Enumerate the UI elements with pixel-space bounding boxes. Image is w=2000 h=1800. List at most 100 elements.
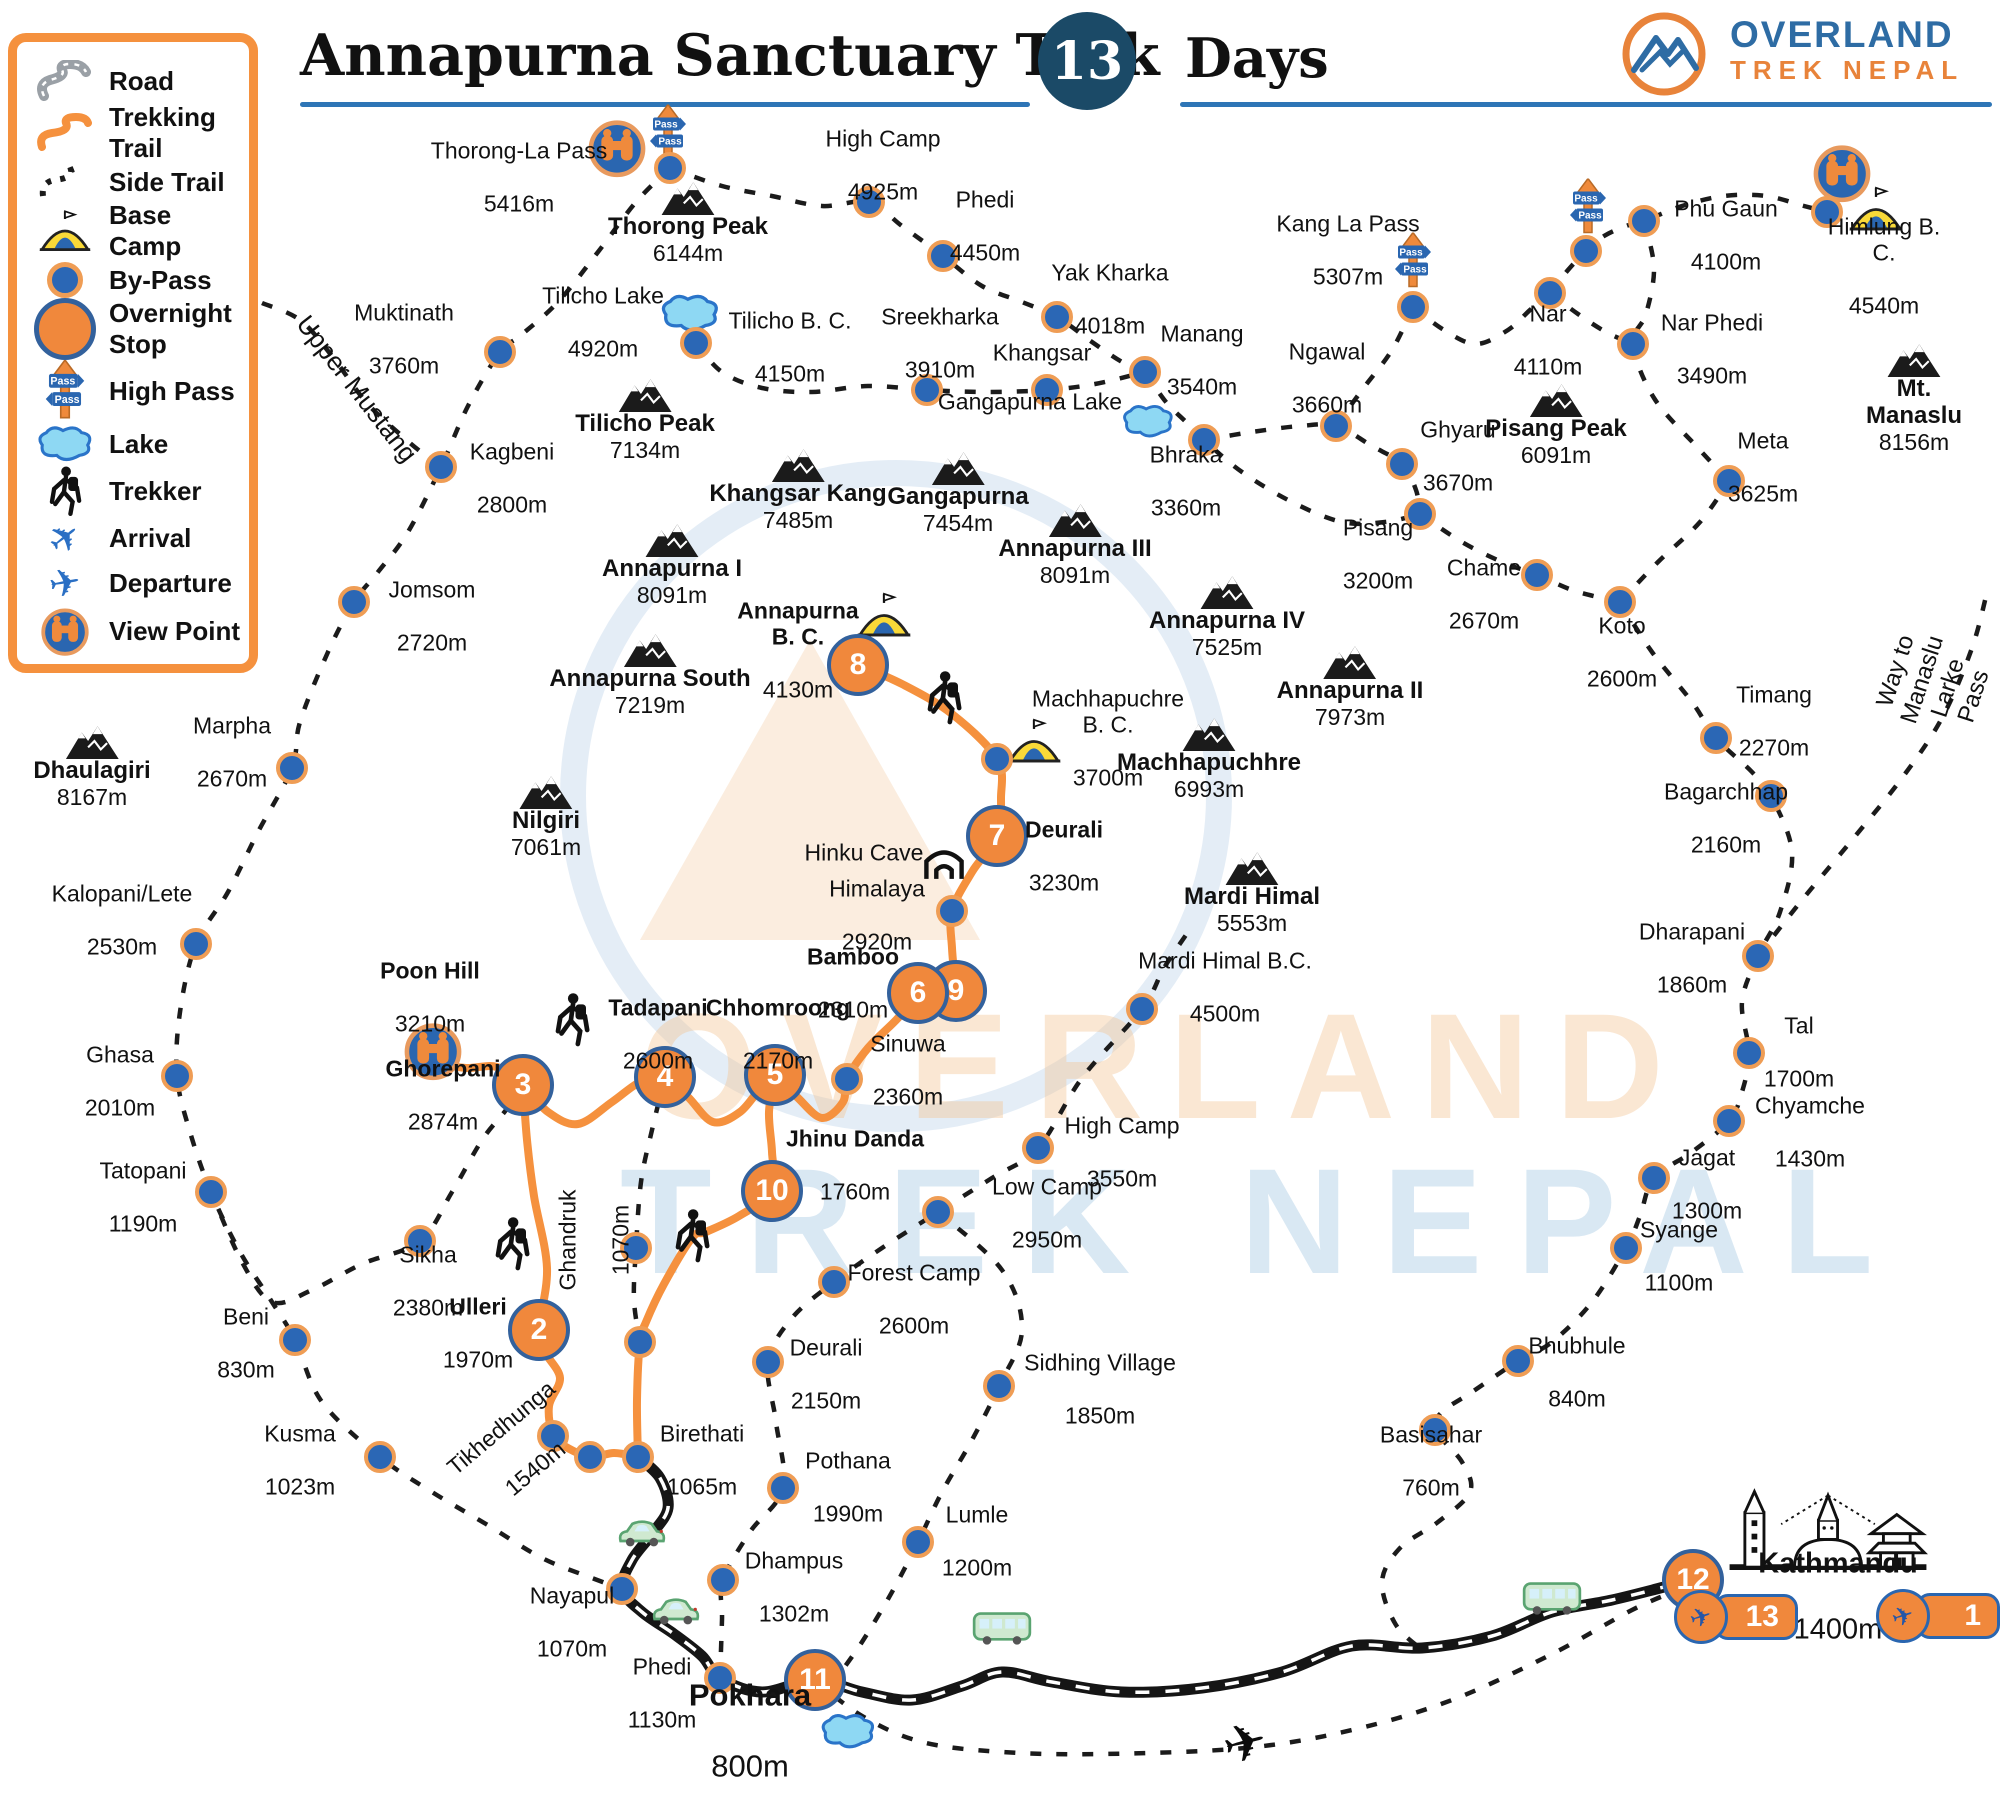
by-pass-dot [752,1346,784,1378]
side-trail [1143,370,1421,527]
title-underline-right [1180,102,1992,107]
by-pass-dot [853,186,885,218]
place-name: Jagat [1678,1144,1736,1171]
by-pass-dot [1419,1414,1451,1446]
place-label: Kathmandu 1400m [1758,1514,1918,1679]
legend-item-arrival: ✈ Arrival [21,513,245,566]
bus-icon [972,1608,1032,1653]
peak-elevation: 8156m [1878,428,1950,455]
peak-name: Nilgiri [511,807,581,834]
overnight-stop-icon [21,298,109,360]
place-elevation: 1100m [1644,1269,1714,1296]
by-pass-dot [911,374,943,406]
place-name: Jhinu Danda [785,1125,925,1152]
place-label: Chame 2670m [1447,528,1521,659]
place-elevation: 2380m [392,1294,464,1321]
place-name: Bagarchhap [1663,778,1789,805]
by-pass-dot [1700,722,1732,754]
peak-name: Mt. Manaslu [1865,375,1963,429]
place-label: Lumle 1200m [942,1475,1012,1606]
place-elevation: 2920m [841,928,913,955]
overnight-stop-marker: 10 [741,1160,803,1222]
place-elevation: 1970m [442,1346,514,1373]
place-elevation: 2160m [1690,831,1762,858]
place-label: Marpha 2670m [193,686,271,817]
days-label: Days [1185,26,1329,90]
by-pass-dot [180,928,212,960]
by-pass-dot [1404,498,1436,530]
place-name: Poon Hill [380,957,480,984]
trekking-trail-icon [21,113,109,153]
view-point-marker [403,1021,463,1086]
place-name: Thorong-La Pass [430,137,608,164]
place-name: Syange [1639,1216,1719,1243]
place-elevation: 2360m [872,1083,944,1110]
by-pass-dot [1320,410,1352,442]
peak-label: Mt. Manaslu 8156m [1866,340,1962,456]
by-pass-dot [276,752,308,784]
by-pass-dot [1610,1232,1642,1264]
place-label: Nar 4110m [1514,274,1583,405]
place-name: Gangapurna Lake [937,388,1123,415]
lake-icon [817,1710,879,1758]
base-camp-tent-icon [1847,186,1905,239]
place-name: Bamboo [807,943,899,970]
side-trail [694,341,1146,395]
place-name: Forest Camp [847,1259,981,1286]
place-label: Basisahar 760m [1380,1395,1482,1526]
place-label: Thorong-La Pass 5416m [431,111,607,242]
peak-name: Mardi Himal [1183,883,1321,910]
by-pass-dot [279,1324,311,1356]
place-elevation: 4130m [762,676,834,703]
peak-name: Pisang Peak [1485,415,1627,442]
place-name: Koto [1598,612,1646,639]
bus-icon [1522,1578,1582,1623]
place-elevation: 3550m [1086,1165,1158,1192]
by-pass-dot [983,1370,1015,1402]
peak-elevation: 6091m [1520,441,1592,468]
by-pass-dot [1386,448,1418,480]
place-label: Phedi 4450m [950,160,1020,291]
logo-mountain-icon [1622,12,1706,96]
road-icon [21,60,109,102]
peak-elevation: 8167m [56,783,128,810]
by-pass-dot [1755,780,1787,812]
place-elevation: 1760m [819,1178,891,1205]
by-pass-dot [1638,1162,1670,1194]
place-label: Chhomroong 2170m [706,968,850,1099]
legend-item-by-pass: By-Pass [21,262,245,298]
place-label: Ngawal 3660m [1289,312,1366,443]
place-name: Annapurna B. C. [737,597,859,650]
place-elevation: 3540m [1166,373,1238,400]
mountain-icon [661,182,715,215]
place-elevation: 2150m [790,1387,862,1414]
place-elevation: 1302m [758,1600,830,1627]
peak-label: Nilgiri 7061m [511,772,581,861]
by-pass-dot [1811,196,1843,228]
legend-item-lake: Lake [21,422,245,466]
place-label: Bhraka 3360m [1150,415,1223,546]
place-name: Basisahar [1379,1421,1483,1448]
place-name: Ghyaru [1420,416,1496,443]
place-name: Chame [1446,554,1522,581]
view-point-marker [587,118,647,183]
by-pass-dot [704,1662,736,1694]
peak-label: Pisang Peak 6091m [1485,380,1627,469]
place-name: Ghasa [86,1041,154,1068]
flight-day-icon: ✈ [1674,1590,1728,1644]
place-label: Mardi Himal B.C. 4500m [1138,921,1312,1052]
side-trail [813,1587,1679,1757]
place-label: Ulleri 1970m [443,1267,513,1398]
place-name: Birethati [659,1420,745,1447]
by-pass-dot [1713,465,1745,497]
place-name: Nar Phedi [1660,309,1764,336]
by-pass-dot [981,743,1013,775]
place-name: Beni [222,1303,270,1330]
side-trail [836,1210,1025,1678]
car-icon [650,1597,702,1632]
overnight-stop-marker: 8 [827,634,889,696]
place-label: High Camp 4925m [825,99,940,230]
place-name: Timang [1736,681,1812,708]
peak-name: Annapurna III [998,535,1152,562]
place-elevation: 1430m [1774,1145,1846,1172]
